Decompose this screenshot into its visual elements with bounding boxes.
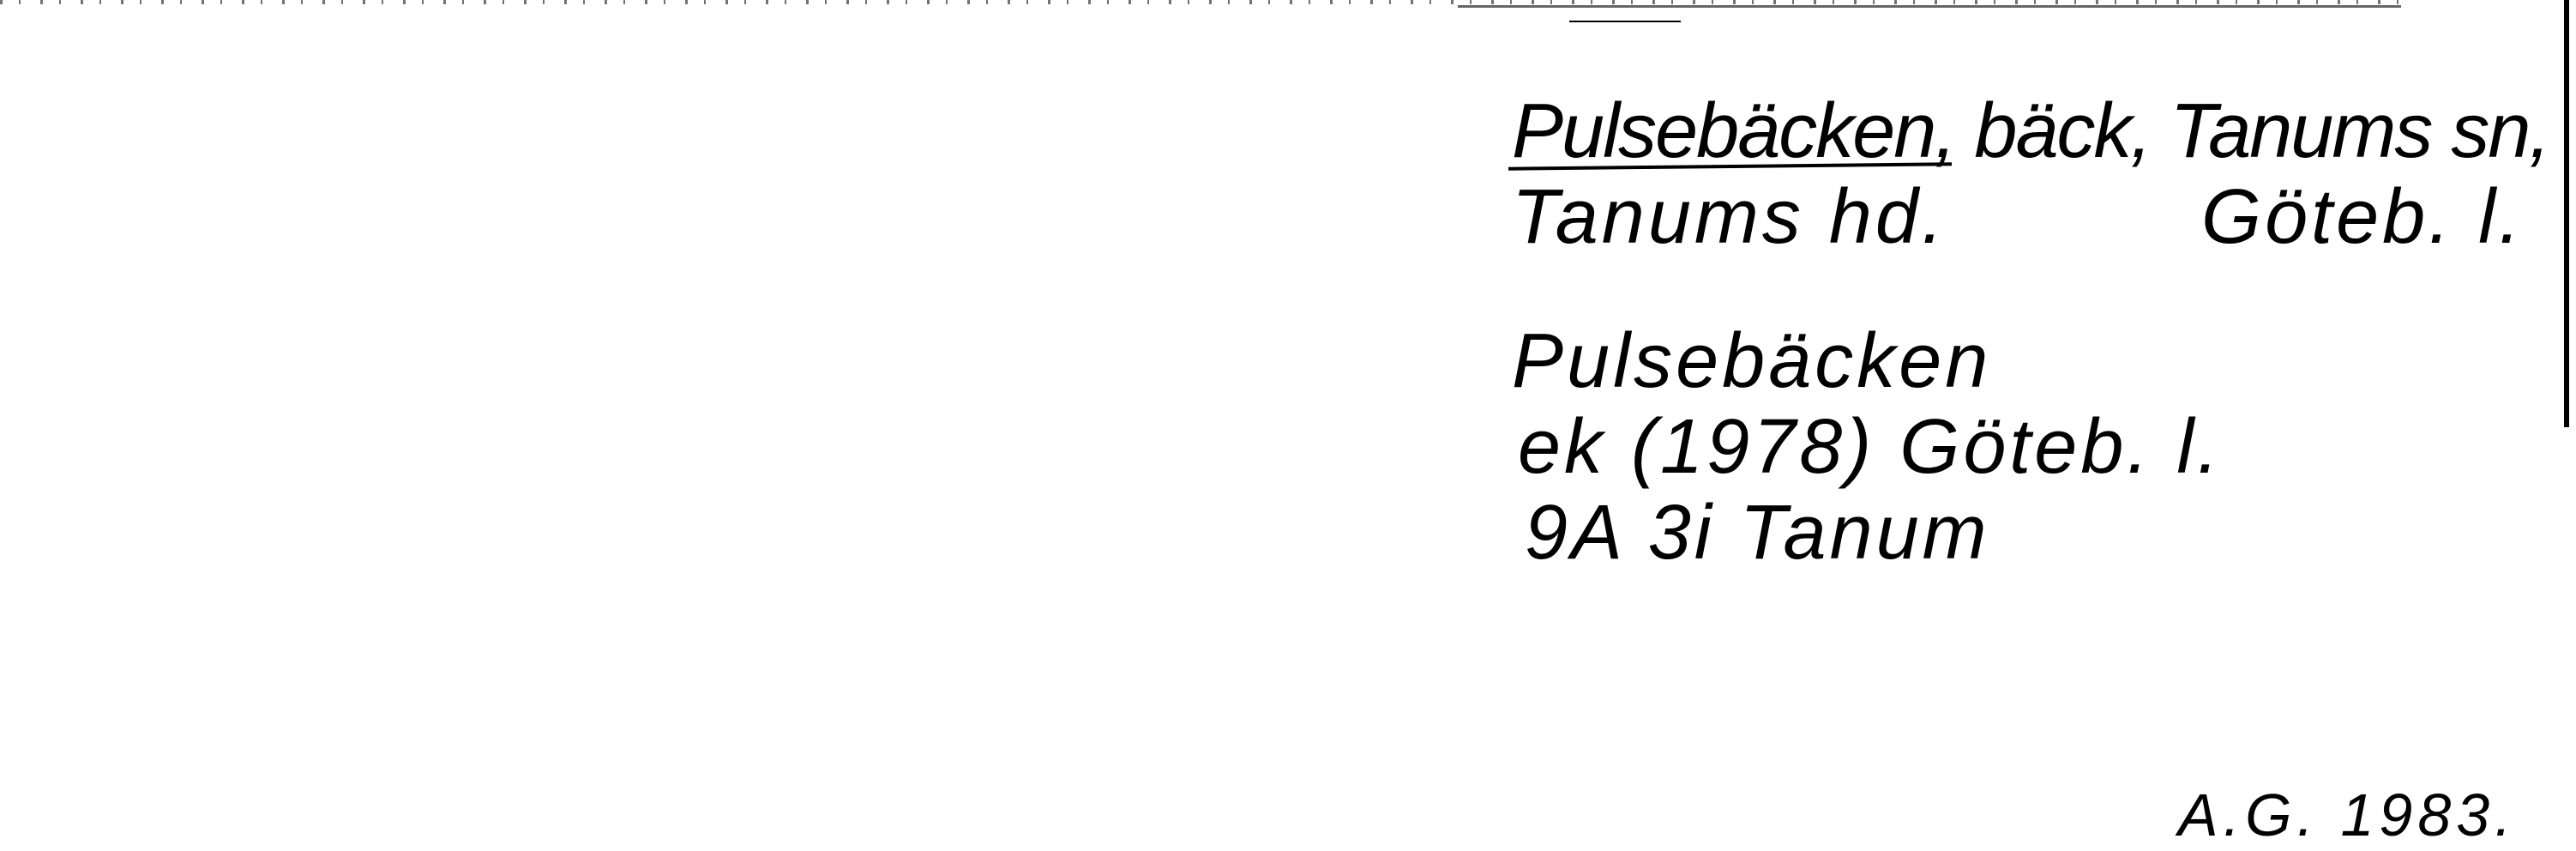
card-right-edge [2564, 0, 2569, 427]
signature: A.G. 1983. [2178, 782, 2517, 848]
entry-name: Pulsebäcken [1512, 318, 1992, 404]
entry-source: ek (1978) Göteb. l. [1518, 404, 2223, 490]
scan-short-mark [1569, 21, 1681, 22]
scan-edge-line [1458, 0, 2401, 8]
entry-map: 9A 3i Tanum [1525, 490, 1990, 576]
scan-edge-noise [0, 0, 2401, 4]
heading-line-2: Tanums hd. [1512, 174, 1947, 260]
heading-rest: , bäck, Tanums sn, [1935, 88, 2550, 174]
heading-name: Pulsebäcken [1512, 88, 1936, 174]
heading-line-1: Pulsebäcken, bäck, Tanums sn, [1512, 93, 2550, 170]
county: Göteb. l. [2201, 174, 2525, 260]
